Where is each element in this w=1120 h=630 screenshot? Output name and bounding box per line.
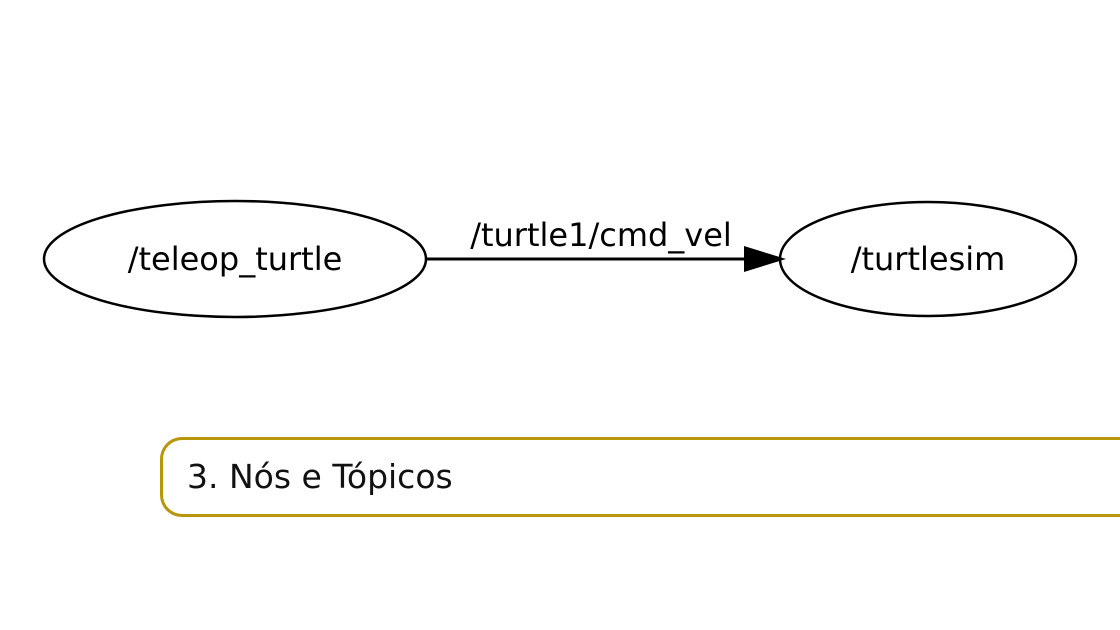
section-title: 3. Nós e Tópicos	[187, 457, 453, 496]
topic-edge: /turtle1/cmd_vel	[426, 216, 786, 272]
section-heading-box: 3. Nós e Tópicos	[160, 437, 1120, 517]
ros-node-graph: /teleop_turtle /turtle1/cmd_vel /turtles…	[42, 199, 1078, 319]
node-turtlesim-label: /turtlesim	[851, 240, 1006, 278]
node-teleop-turtle: /teleop_turtle	[42, 199, 428, 319]
node-teleop-turtle-label: /teleop_turtle	[128, 240, 343, 278]
arrowhead-icon	[744, 246, 786, 272]
node-turtlesim: /turtlesim	[778, 200, 1078, 318]
topic-label: /turtle1/cmd_vel	[470, 216, 732, 254]
node-turtlesim-ellipse	[778, 200, 1078, 318]
